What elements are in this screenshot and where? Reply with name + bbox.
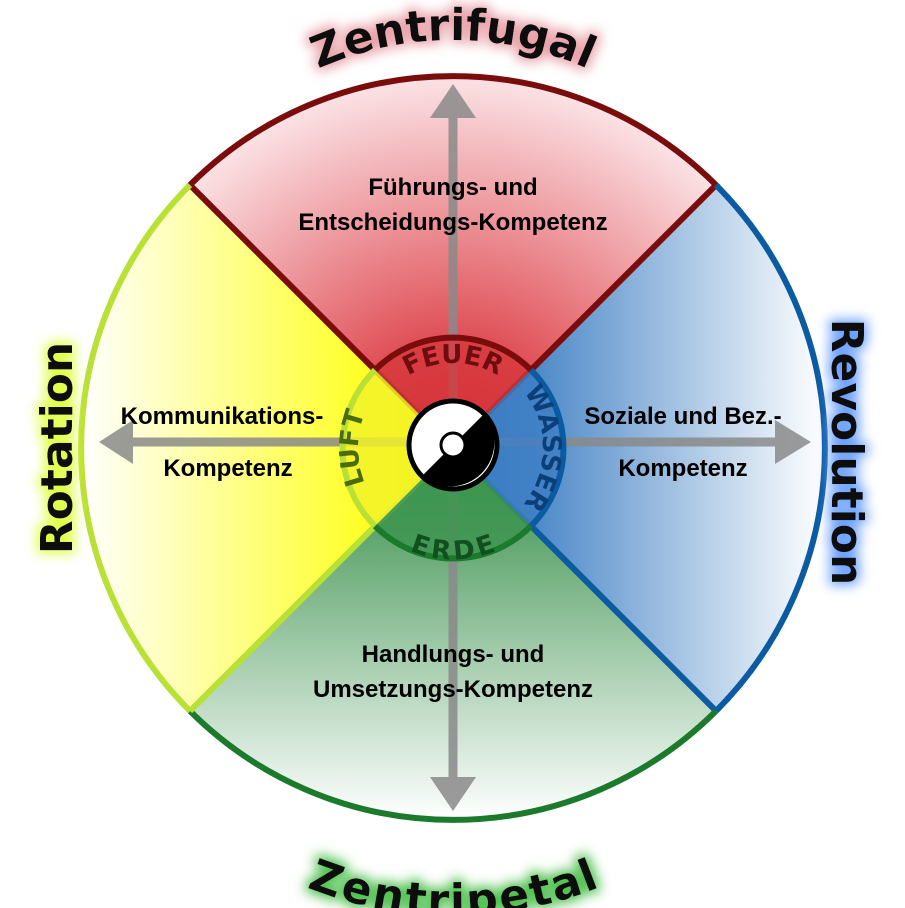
arrowhead-up-icon bbox=[430, 84, 476, 118]
arrowhead-down-icon bbox=[430, 777, 476, 811]
sector-air bbox=[81, 185, 453, 711]
quadrant-top-line2: Entscheidungs-Kompetenz bbox=[298, 209, 607, 236]
outer-label-bottom: Zentripetal bbox=[303, 850, 604, 908]
earth-border bbox=[187, 708, 719, 823]
air-border bbox=[78, 182, 193, 714]
fire-border bbox=[185, 73, 721, 453]
quadrant-left-line1: Kommunikations- bbox=[121, 403, 324, 430]
quadrant-bottom-line1: Handlungs- und bbox=[362, 641, 545, 668]
center-disc-icon bbox=[406, 398, 500, 492]
arrowhead-left-icon bbox=[99, 420, 133, 464]
quadrant-top-line1: Führungs- und bbox=[368, 174, 537, 201]
element-ring bbox=[339, 334, 567, 562]
quadrant-bottom-line2: Umsetzungs-Kompetenz bbox=[313, 676, 593, 703]
outer-label-left: Rotation bbox=[32, 342, 83, 555]
outer-label-top: Zentrifugal bbox=[303, 0, 603, 79]
quadrant-left-line2: Kompetenz bbox=[163, 455, 292, 482]
quadrant-right-line1: Soziale und Bez.- bbox=[584, 403, 781, 430]
outer-label-right: Revolution bbox=[821, 319, 872, 586]
water-border bbox=[713, 182, 828, 714]
sector-water bbox=[453, 185, 825, 711]
quadrant-right-line2: Kompetenz bbox=[618, 455, 747, 482]
arrowhead-right-icon bbox=[775, 420, 811, 464]
